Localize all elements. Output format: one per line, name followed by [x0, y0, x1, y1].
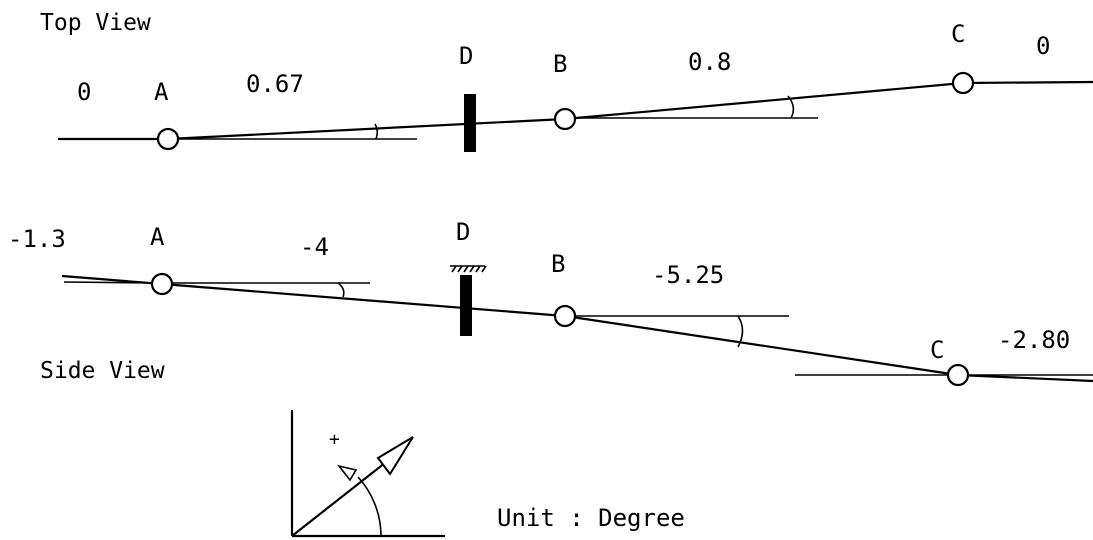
top-angle-bc-label: 0.8: [688, 48, 731, 76]
top-right-angle-label: 0: [1036, 32, 1050, 60]
top-view: Top View 0 A 0.67 D B 0.8 C 0: [40, 10, 1093, 152]
legend-positive-sign: +: [329, 429, 340, 450]
side-support-d: [460, 275, 472, 336]
legend-direction-arrow-icon: [376, 436, 414, 476]
unit-label: Unit : Degree: [497, 504, 685, 532]
legend-rotation-arrow-icon: [336, 464, 358, 482]
top-support-d-label: D: [459, 42, 473, 70]
legend-direction-line: [291, 454, 396, 537]
side-angle-arc-ab: [337, 282, 345, 298]
side-shaft-right: [957, 373, 1093, 383]
side-joint-b: [553, 304, 577, 328]
side-joint-c: [946, 363, 970, 387]
side-shaft-left: [61, 274, 163, 286]
top-left-angle-label: 0: [77, 78, 91, 106]
side-view: Side View -1.3 A -4 D B -5.25 C -2.80: [8, 218, 1093, 387]
top-shaft-bc: [564, 81, 964, 121]
side-right-angle-label: -2.80: [998, 326, 1070, 354]
top-angle-ab-label: 0.67: [246, 70, 304, 98]
top-shaft-right: [962, 80, 1093, 85]
sign-convention-legend: + Unit : Degree: [290, 410, 685, 538]
top-shaft-ab: [167, 117, 566, 141]
top-joint-c: [951, 71, 975, 95]
top-joint-b-label: B: [553, 50, 567, 78]
side-angle-arc-bc: [737, 315, 744, 348]
top-joint-a: [156, 127, 180, 151]
side-view-title: Side View: [40, 358, 165, 384]
side-joint-b-label: B: [551, 250, 565, 278]
side-angle-bc-label: -5.25: [652, 261, 724, 289]
top-support-d: [464, 94, 476, 152]
top-joint-a-label: A: [154, 78, 169, 106]
top-angle-arc-ab: [374, 123, 379, 140]
side-joint-c-label: C: [930, 336, 944, 364]
side-joint-a-label: A: [150, 223, 165, 251]
top-angle-arc-bc: [787, 95, 795, 119]
side-angle-ab-label: -4: [300, 233, 329, 261]
top-joint-b: [553, 107, 577, 131]
side-shaft-bc: [564, 314, 959, 377]
side-left-angle-label: -1.3: [8, 225, 66, 253]
side-support-d-hatching: [451, 265, 487, 273]
side-shaft-ab: [161, 282, 566, 318]
legend-rotation-arc: [357, 476, 382, 537]
top-view-title: Top View: [40, 10, 151, 36]
side-joint-a: [150, 272, 174, 296]
side-support-d-label: D: [456, 218, 470, 246]
top-joint-c-label: C: [951, 20, 965, 48]
